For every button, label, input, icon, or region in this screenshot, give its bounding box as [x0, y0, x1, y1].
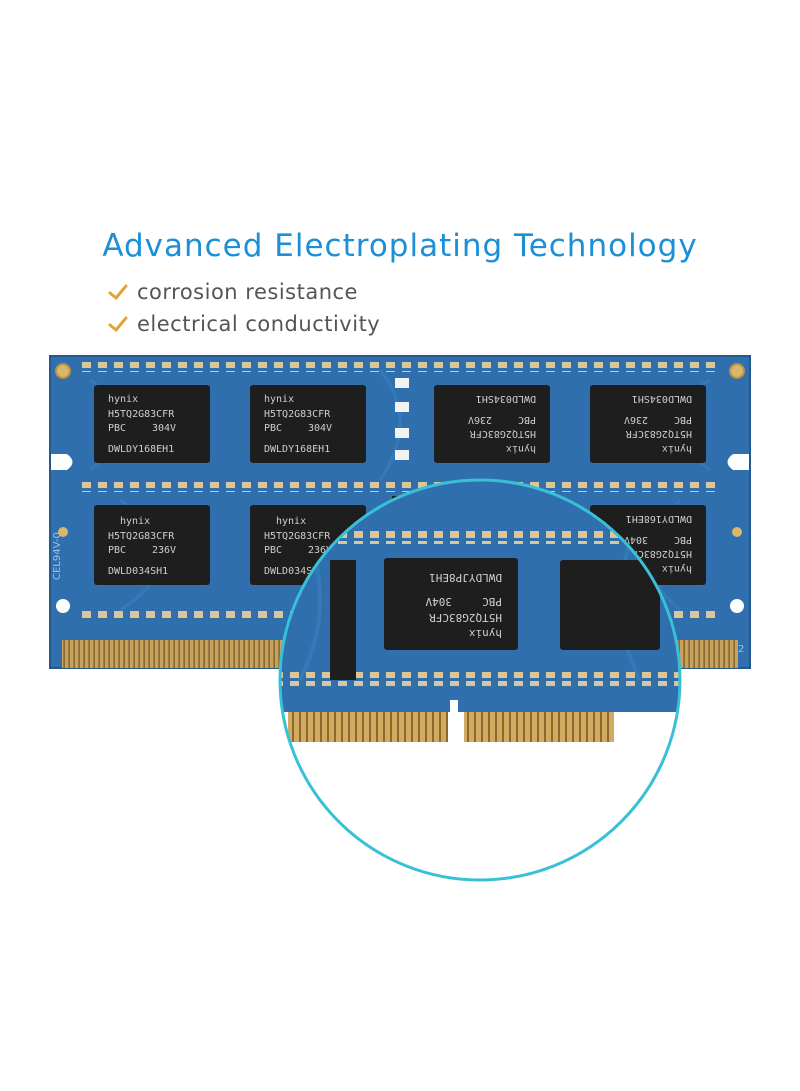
chip-pkg: PBC — [264, 545, 282, 556]
chip-brand: hynix — [662, 443, 692, 454]
chip-brand: hynix — [108, 394, 138, 405]
chip-code: 304V — [624, 534, 648, 545]
chip-lot: DWLD034SH1 — [264, 566, 324, 577]
checkmark-icon — [108, 316, 128, 332]
chip-brand: hynix — [662, 563, 692, 574]
chip-code: 304V — [152, 423, 176, 434]
chip-lot: DWLDY168EH1 — [626, 513, 692, 524]
magnifier-lens: hynix H5TQ2G83CFR PBC 304V DWLDYJP8EH1 — [278, 478, 682, 882]
feature-list: corrosion resistance electrical conducti… — [107, 276, 380, 340]
memory-chip: hynix H5TQ2G83CFR PBC 236V DWLD034SH1 — [94, 505, 210, 585]
chip-part: H5TQ2G83CFR — [625, 428, 692, 439]
chip-pkg: PBC — [674, 534, 692, 545]
memory-chip: hynix H5TQ2G83CFR PBC 236V DWLD034SH1 — [434, 385, 550, 463]
chip-pkg: PBC — [264, 423, 282, 434]
chip-lot: DWLD034SH1 — [632, 393, 692, 404]
feature-item: electrical conductivity — [107, 308, 380, 340]
chip-part: H5TQ2G83CFR — [469, 428, 536, 439]
feature-text: corrosion resistance — [137, 280, 358, 304]
chip-lot: DWLD034SH1 — [108, 566, 168, 577]
memory-chip: hynix H5TQ2G83CFR PBC 236V DWLD034SH1 — [590, 385, 706, 463]
memory-chip: hynix H5TQ2G83CFR PBC 304V DWLDY168EH1 — [250, 385, 366, 463]
chip-code: 236V — [152, 545, 176, 556]
zoom-chip-brand: hynix — [469, 627, 502, 640]
chip-part: H5TQ2G83CFR — [264, 409, 331, 420]
chip-pkg: PBC — [674, 414, 692, 425]
chip-pkg: PBC — [108, 423, 126, 434]
feature-item: corrosion resistance — [107, 276, 380, 308]
chip-lot: DWLDY168EH1 — [264, 444, 330, 455]
board-edge-label: CEL94V-0 — [52, 532, 63, 580]
chip-brand: hynix — [120, 516, 150, 527]
chip-part: H5TQ2G83CFR — [108, 531, 175, 542]
headline: Advanced Electroplating Technology — [102, 228, 698, 264]
zoom-chip-part: H5TQ2G83CFR — [429, 611, 502, 624]
chip-code: 236V — [468, 414, 492, 425]
board-corner-mark: 2 — [738, 644, 744, 655]
chip-brand: hynix — [506, 443, 536, 454]
chip-code: 236V — [624, 414, 648, 425]
chip-brand: hynix — [264, 394, 294, 405]
chip-pkg: PBC — [518, 414, 536, 425]
chip-pkg: PBC — [108, 545, 126, 556]
chip-part: H5TQ2G83CFR — [264, 531, 331, 542]
chip-lot: DWLD034SH1 — [476, 393, 536, 404]
chip-brand: hynix — [276, 516, 306, 527]
zoom-chip-pkg: PBC — [482, 595, 502, 608]
checkmark-icon — [108, 284, 128, 300]
chip-code: 236V — [308, 545, 332, 556]
chip-lot: DWLDY168EH1 — [108, 444, 174, 455]
chip-code: 304V — [308, 423, 332, 434]
zoom-chip-code: 304V — [425, 595, 452, 608]
feature-text: electrical conductivity — [137, 312, 381, 336]
memory-chip: hynix H5TQ2G83CFR PBC 304V DWLDY168EH1 — [94, 385, 210, 463]
zoom-chip-lot: DWLDYJP8EH1 — [429, 571, 502, 584]
chip-part: H5TQ2G83CFR — [625, 548, 692, 559]
zoomed-memory-chip: hynix H5TQ2G83CFR PBC 304V DWLDYJP8EH1 — [384, 558, 518, 650]
chip-part: H5TQ2G83CFR — [108, 409, 175, 420]
